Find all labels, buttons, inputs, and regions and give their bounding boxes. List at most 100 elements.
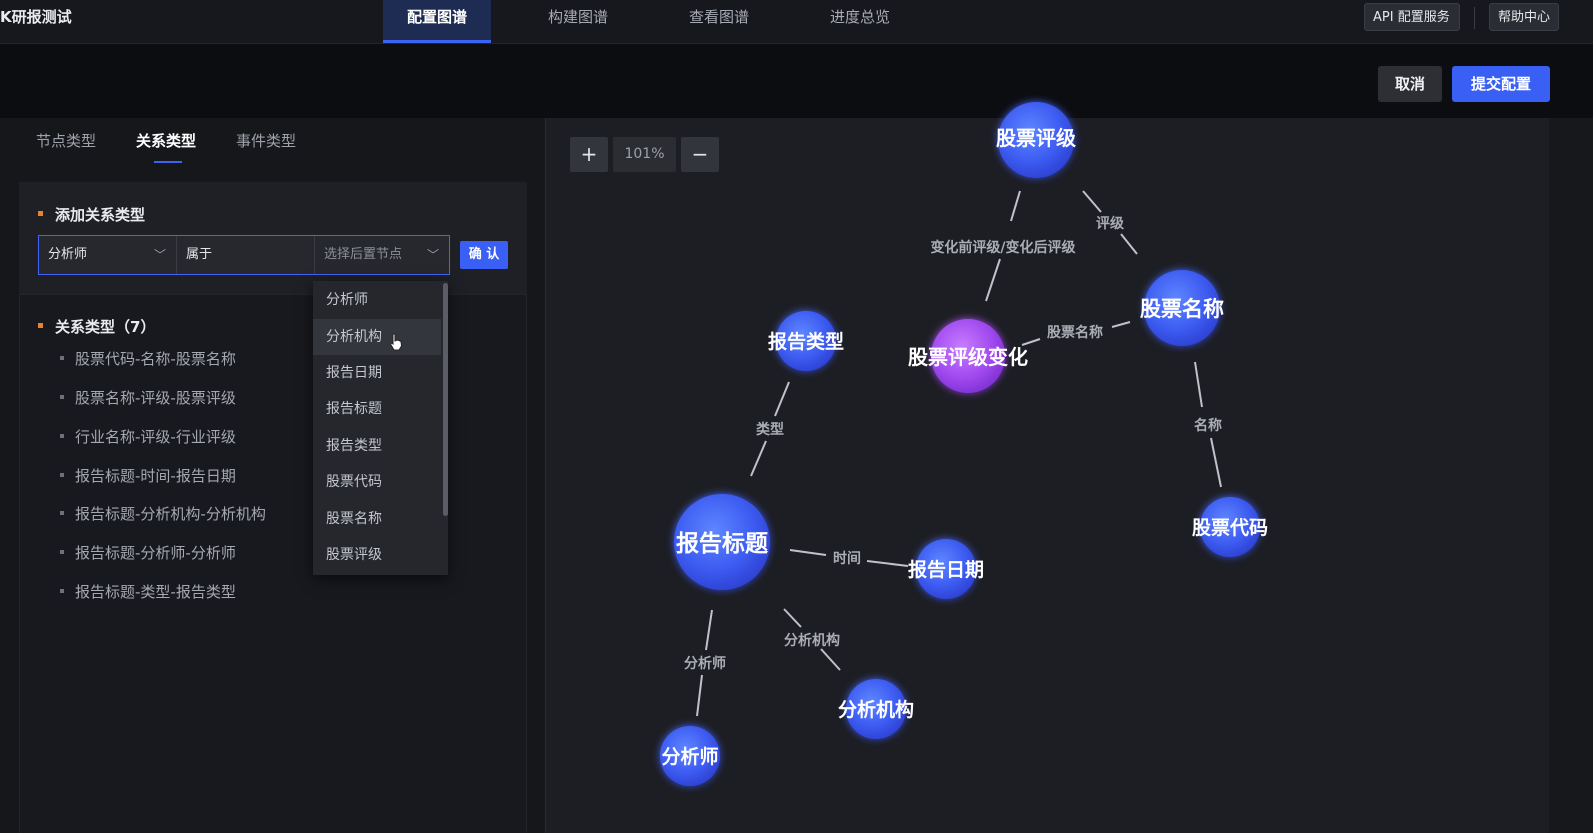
- cancel-button[interactable]: 取消: [1378, 66, 1442, 102]
- edge-line: [750, 440, 767, 477]
- edge-line: [783, 608, 802, 628]
- tab-configure-graph[interactable]: 配置图谱: [383, 0, 491, 43]
- relation-list-label: 关系类型（7）: [55, 318, 156, 336]
- tab-build-graph[interactable]: 构建图谱: [547, 8, 608, 26]
- hand-cursor-icon: [389, 333, 403, 351]
- target-node-dropdown: 分析师 分析机构 报告日期 报告标题 报告类型 股票代码 股票名称 股票评级: [313, 281, 448, 575]
- graph-node-stock-name[interactable]: 股票名称: [1140, 270, 1224, 346]
- list-item[interactable]: 股票名称-评级-股票评级: [60, 387, 236, 408]
- target-node-placeholder: 选择后置节点: [324, 247, 403, 262]
- graph-node-report-date[interactable]: 报告日期: [908, 539, 984, 599]
- edge-label-name: 名称: [1194, 417, 1222, 434]
- node-label: 股票评级: [996, 126, 1076, 150]
- node-circle: [660, 726, 720, 786]
- edge-line: [705, 609, 713, 651]
- node-circle: [1200, 497, 1260, 557]
- dropdown-option[interactable]: 报告日期: [326, 365, 382, 381]
- node-circle: [998, 102, 1074, 178]
- graph-canvas[interactable]: [546, 118, 1549, 833]
- list-item[interactable]: 报告标题-类型-报告类型: [60, 581, 236, 602]
- relation-name-value: 属于: [186, 247, 213, 262]
- divider: [1474, 7, 1475, 29]
- list-item[interactable]: 报告标题-分析师-分析师: [60, 542, 236, 563]
- graph-edges: [696, 190, 1222, 717]
- dropdown-option[interactable]: 股票代码: [326, 474, 382, 490]
- tab-view-graph[interactable]: 查看图谱: [688, 8, 749, 26]
- relation-label: 报告标题-分析机构-分析机构: [75, 505, 266, 523]
- edge-label-time: 时间: [833, 550, 861, 567]
- bullet: [60, 510, 64, 515]
- list-item[interactable]: 股票代码-名称-股票名称: [60, 348, 236, 369]
- tab-event-types[interactable]: 事件类型: [236, 132, 297, 150]
- relation-label: 股票代码-名称-股票名称: [75, 350, 236, 368]
- graph-node-rating-change[interactable]: 股票评级变化: [908, 319, 1028, 393]
- node-circle: [916, 539, 976, 599]
- list-item[interactable]: 报告标题-时间-报告日期: [60, 465, 236, 486]
- graph-node-stock-rating[interactable]: 股票评级: [996, 102, 1076, 178]
- edge-line: [1010, 190, 1021, 222]
- tab-relation-types[interactable]: 关系类型: [136, 132, 197, 150]
- source-node-select[interactable]: 分析师 ﹀: [39, 236, 176, 274]
- dropdown-scrollbar[interactable]: [443, 283, 448, 516]
- dropdown-option[interactable]: 股票名称: [326, 511, 382, 527]
- bullet: [60, 472, 64, 477]
- node-circle: [776, 311, 836, 371]
- zoom-out-button[interactable]: −: [681, 137, 719, 172]
- bullet: [60, 394, 64, 399]
- graph-node-stock-code[interactable]: 股票代码: [1192, 497, 1268, 557]
- node-label: 报告日期: [908, 558, 984, 581]
- tab-node-types[interactable]: 节点类型: [36, 132, 97, 150]
- edge-label-stock-name: 股票名称: [1047, 324, 1103, 341]
- relation-list-title: 关系类型（7）: [38, 316, 155, 337]
- target-node-select[interactable]: 选择后置节点 ﹀: [314, 236, 449, 274]
- relation-name-input[interactable]: 属于: [176, 236, 314, 274]
- graph-node-report-type[interactable]: 报告类型: [768, 311, 844, 371]
- bullet: [60, 549, 64, 554]
- edge-line: [1111, 321, 1131, 328]
- bullet: [38, 211, 43, 216]
- node-label: 报告标题: [676, 531, 768, 557]
- list-item[interactable]: 行业名称-评级-行业评级: [60, 426, 236, 447]
- bullet: [60, 588, 64, 593]
- dropdown-option[interactable]: 分析师: [326, 292, 368, 308]
- graph-edge-strip: [1549, 118, 1593, 833]
- edge-line: [1021, 338, 1041, 346]
- graph-node-institution[interactable]: 分析机构: [838, 679, 914, 739]
- edge-line: [696, 674, 703, 717]
- edge-label-institution: 分析机构: [784, 632, 840, 649]
- confirm-button[interactable]: 确 认: [460, 241, 508, 269]
- submit-config-button[interactable]: 提交配置: [1452, 66, 1550, 102]
- relation-label: 股票名称-评级-股票评级: [75, 389, 236, 407]
- edge-line: [1210, 437, 1222, 488]
- node-circle: [674, 494, 770, 590]
- dropdown-option-hovered[interactable]: 分析机构: [313, 319, 441, 355]
- edge-line: [774, 381, 790, 417]
- tab-progress-overview[interactable]: 进度总览: [829, 8, 890, 26]
- add-relation-title: 添加关系类型: [38, 204, 145, 225]
- relation-label: 报告标题-时间-报告日期: [75, 467, 236, 485]
- relation-label: 行业名称-评级-行业评级: [75, 428, 236, 446]
- relation-label: 报告标题-类型-报告类型: [75, 583, 236, 601]
- action-strip: 取消 提交配置: [0, 44, 1593, 118]
- graph-node-report-title[interactable]: 报告标题: [674, 494, 770, 590]
- bullet: [38, 323, 43, 328]
- edge-label-before-after: 变化前评级/变化后评级: [930, 239, 1076, 256]
- zoom-in-button[interactable]: +: [570, 137, 608, 172]
- dropdown-option[interactable]: 报告类型: [326, 438, 382, 454]
- node-label: 分析机构: [838, 698, 914, 721]
- top-bar: K研报测试 配置图谱 构建图谱 查看图谱 进度总览 API 配置服务 帮助中心: [0, 0, 1593, 44]
- dropdown-option[interactable]: 报告标题: [326, 401, 382, 417]
- node-label: 股票评级变化: [908, 345, 1028, 369]
- add-relation-label: 添加关系类型: [55, 206, 146, 224]
- edge-label-analyst: 分析师: [684, 655, 726, 672]
- list-item[interactable]: 报告标题-分析机构-分析机构: [60, 503, 266, 524]
- relation-label: 报告标题-分析师-分析师: [75, 544, 236, 562]
- dropdown-option[interactable]: 股票评级: [326, 547, 382, 563]
- api-config-button[interactable]: API 配置服务: [1364, 3, 1460, 31]
- graph-node-analyst[interactable]: 分析师: [660, 726, 720, 786]
- edge-label-type: 类型: [756, 421, 784, 438]
- zoom-level: 101%: [613, 137, 676, 172]
- help-center-button[interactable]: 帮助中心: [1489, 3, 1559, 31]
- node-label: 股票代码: [1192, 517, 1268, 539]
